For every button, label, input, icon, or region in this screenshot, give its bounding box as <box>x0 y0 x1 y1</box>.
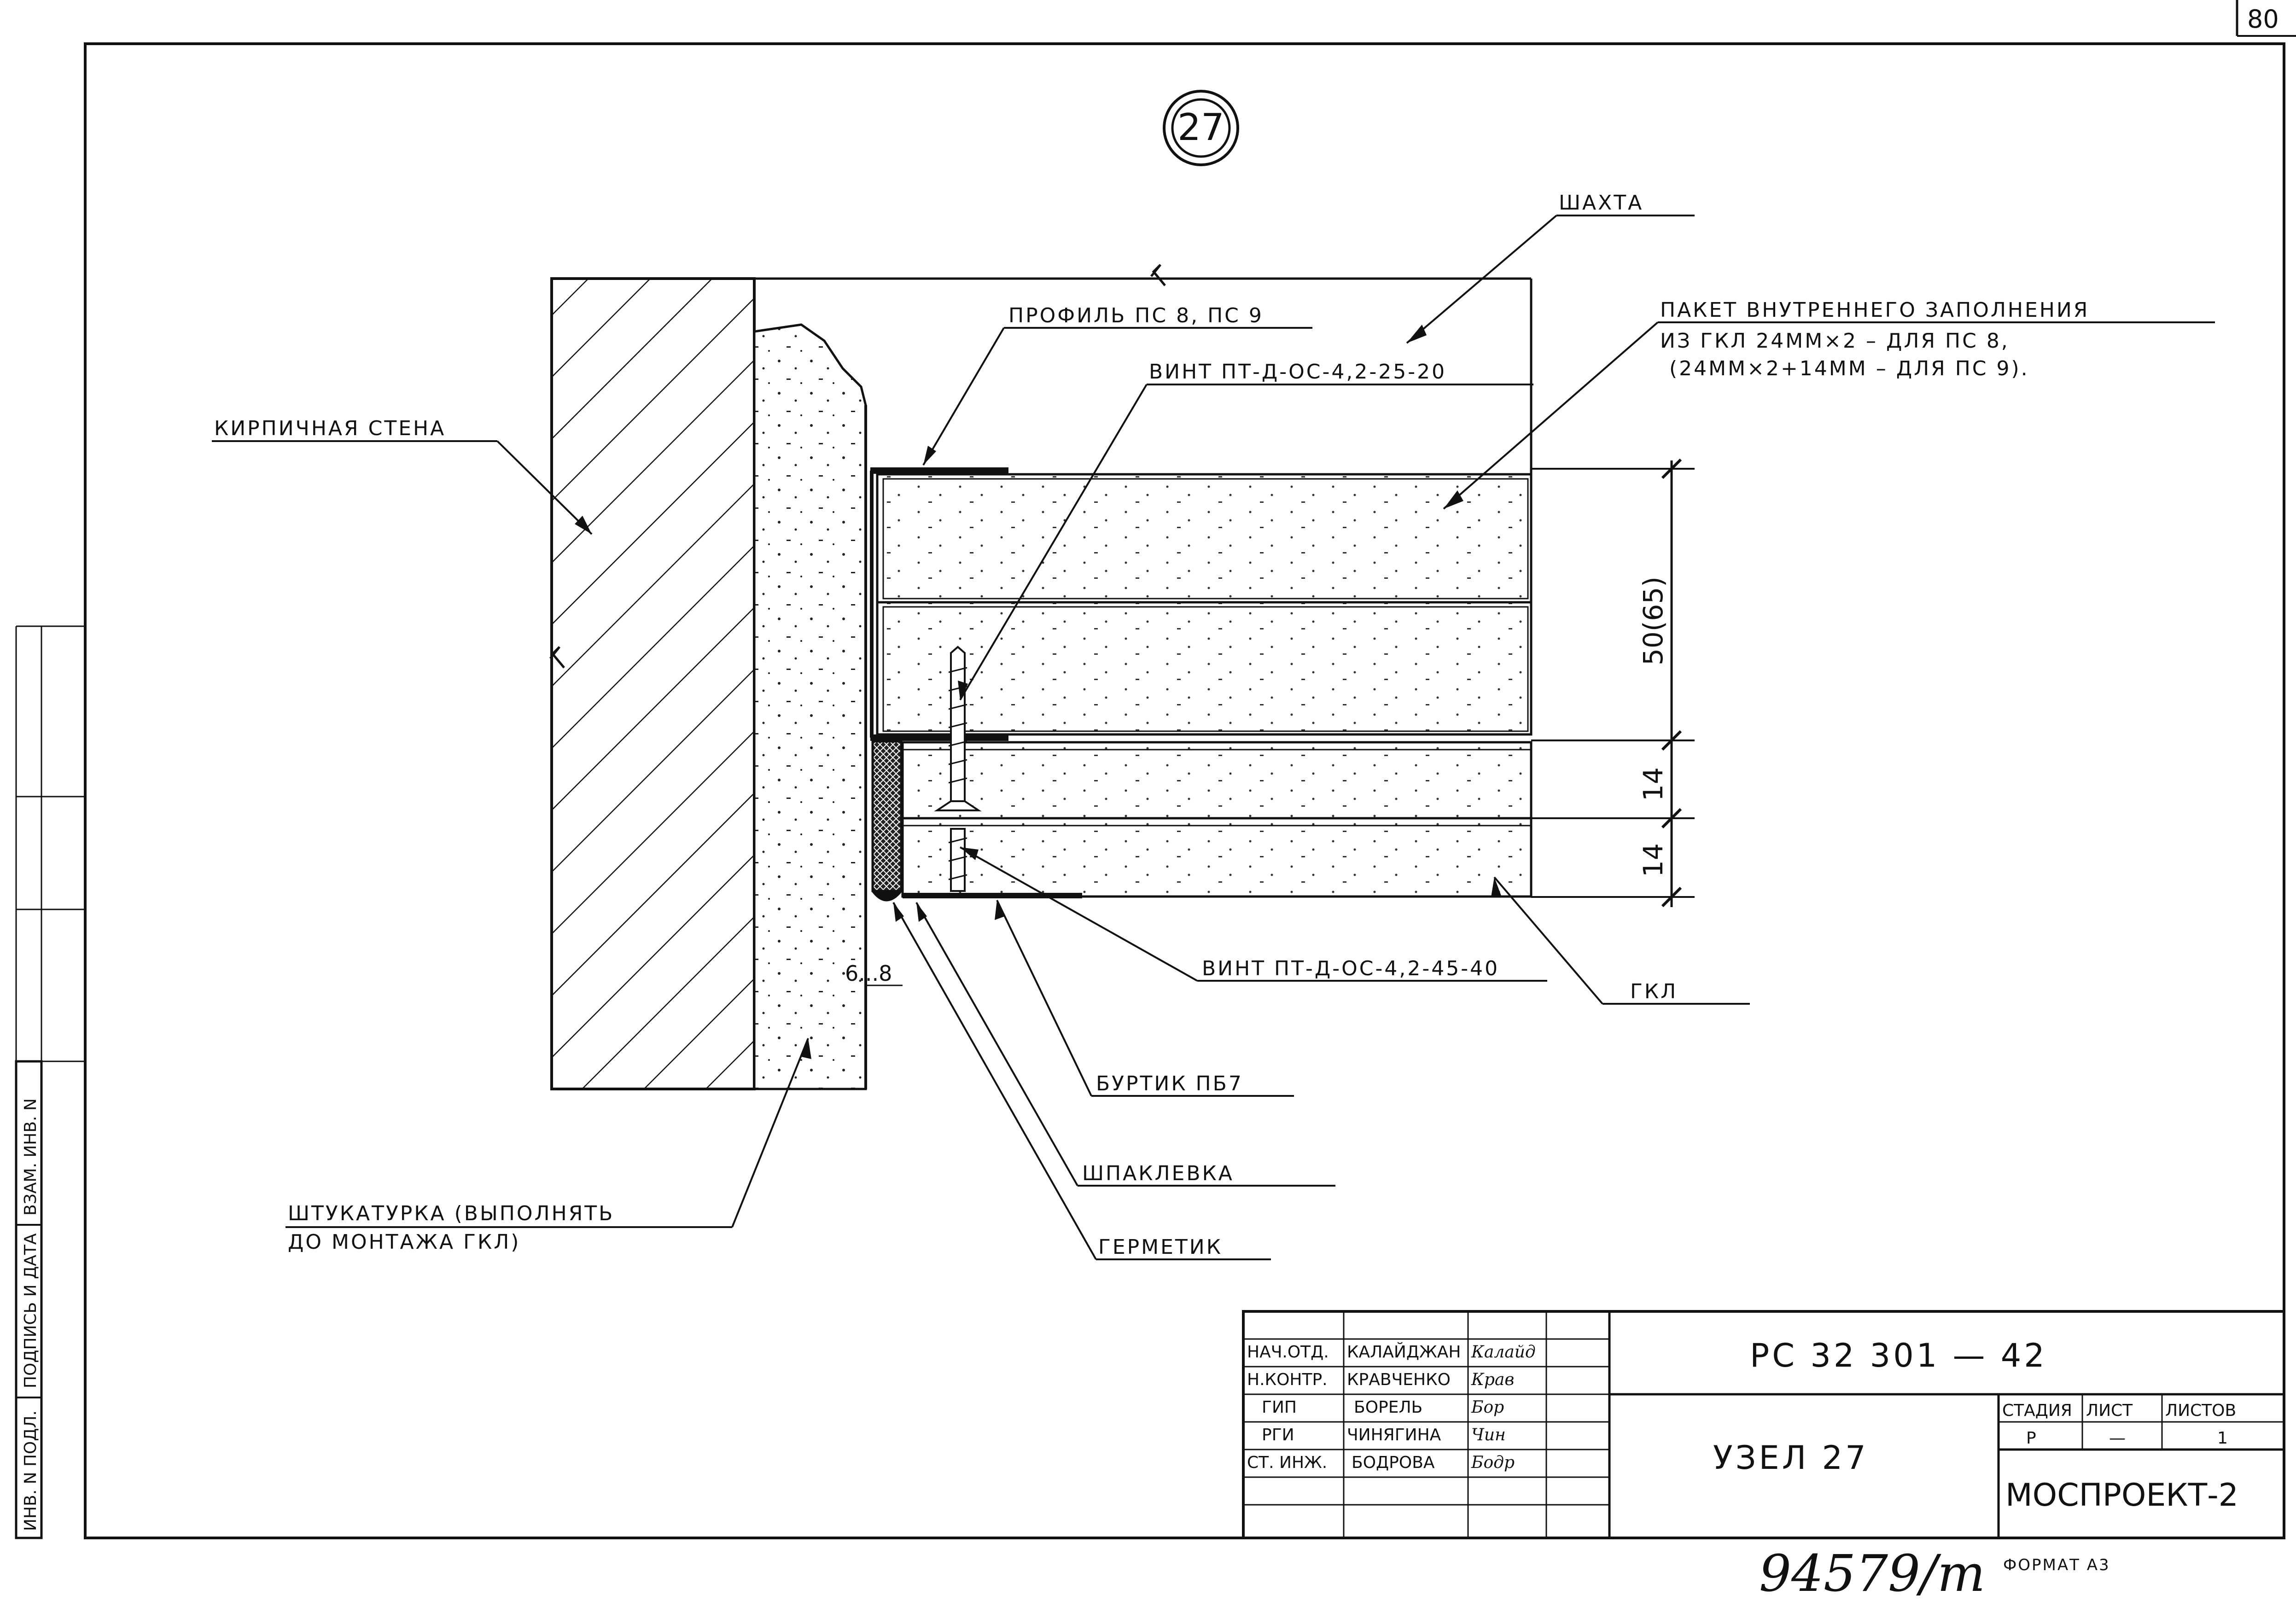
node-number: 27 <box>1177 106 1224 149</box>
signature-1: Калайд <box>1471 1343 1536 1362</box>
label-package-line3: (24ММ×2+14ММ – ДЛЯ ПС 9). <box>1669 357 2029 380</box>
label-burtik: БУРТИК ПБ7 <box>1096 1072 1243 1095</box>
label-plaster-line2: ДО МОНТАЖА ГКЛ) <box>288 1230 520 1254</box>
name-3: БОРЕЛЬ <box>1354 1398 1422 1417</box>
label-brick-wall: КИРПИЧНАЯ СТЕНА <box>214 417 446 440</box>
sign-date-label: ПОДПИСЬ И ДАТА <box>21 1233 40 1388</box>
format-label: ФОРМАТ А3 <box>2003 1556 2110 1574</box>
drawing-title: УЗЕЛ 27 <box>1713 1439 1869 1477</box>
screw-bottom <box>948 828 967 892</box>
sheets-value: 1 <box>2217 1429 2228 1448</box>
gkl-board-3 <box>901 741 1533 820</box>
role-1: НАЧ.ОТД. <box>1247 1343 1329 1362</box>
role-5: СТ. ИНЖ. <box>1247 1453 1327 1472</box>
label-screw-top: ВИНТ ПТ-Д-ОС-4,2-25-20 <box>1149 360 1446 384</box>
dim-total: 50(65) <box>1638 576 1669 665</box>
label-package-line2: ИЗ ГКЛ 24ММ×2 – ДЛЯ ПС 8, <box>1660 329 2010 353</box>
document-code: РС 32 301 — 42 <box>1750 1337 2047 1374</box>
label-plaster-line1: ШТУКАТУРКА (ВЫПОЛНЯТЬ <box>288 1202 614 1225</box>
label-putty: ШПАКЛЕВКА <box>1082 1162 1234 1185</box>
brick-wall <box>550 277 756 1090</box>
label-sealant: ГЕРМЕТИК <box>1098 1235 1223 1259</box>
page-number: 80 <box>2247 5 2279 34</box>
organization: МОСПРОЕКТ-2 <box>2005 1477 2238 1514</box>
signature-2: Крав <box>1471 1370 1514 1389</box>
arrowheads <box>575 325 1501 1059</box>
sheet-value: — <box>2109 1429 2126 1448</box>
dimension-chain <box>1531 458 1695 908</box>
sheets-header: ЛИСТОВ <box>2165 1401 2236 1420</box>
role-2: Н.КОНТР. <box>1247 1370 1328 1389</box>
gkl-board-2 <box>876 601 1533 736</box>
section-drawing: 50(65) 14 14 6...8 <box>549 264 1695 1090</box>
role-3: ГИП <box>1262 1398 1297 1417</box>
label-screw-bottom: ВИНТ ПТ-Д-ОС-4,2-45-40 <box>1202 957 1499 980</box>
role-4: РГИ <box>1262 1426 1294 1444</box>
page-number-box: 80 <box>2236 0 2296 37</box>
vzam-inv-label: ВЗАМ. ИНВ. N <box>21 1098 40 1216</box>
title-block <box>1242 1310 2285 1539</box>
handwritten-number: 94579/т <box>1759 1544 1985 1603</box>
name-4: ЧИНЯГИНА <box>1347 1426 1441 1444</box>
label-gkl: ГКЛ <box>1630 980 1678 1003</box>
dim-layer-1: 14 <box>1638 767 1669 801</box>
dim-layer-2: 14 <box>1638 843 1669 877</box>
plaster-layer <box>753 323 867 1090</box>
side-stamp: ИНВ. N ПОДЛ. ПОДПИСЬ И ДАТА ВЗАМ. ИНВ. N <box>15 625 85 1539</box>
label-profile: ПРОФИЛЬ ПС 8, ПС 9 <box>1008 304 1264 327</box>
sealant-block <box>871 740 903 892</box>
node-marker: 27 <box>1163 90 1239 166</box>
leaders <box>212 215 2215 1260</box>
name-2: КРАВЧЕНКО <box>1347 1370 1451 1389</box>
stage-value: Р <box>2026 1429 2036 1448</box>
sheet-header: ЛИСТ <box>2086 1401 2133 1420</box>
signature-3: Бор <box>1471 1398 1504 1417</box>
label-package-line1: ПАКЕТ ВНУТРЕННЕГО ЗАПОЛНЕНИЯ <box>1660 298 2089 322</box>
inv-podl-label: ИНВ. N ПОДЛ. <box>21 1410 40 1531</box>
gkl-board-4 <box>901 817 1533 898</box>
signature-4: Чин <box>1471 1426 1506 1444</box>
drawing-frame <box>84 42 2285 1539</box>
name-1: КАЛАЙДЖАН <box>1347 1342 1461 1362</box>
label-shaft: ШАХТА <box>1559 191 1643 215</box>
title-block-people: НАЧ.ОТД. КАЛАЙДЖАН Калайд Н.КОНТР. КРАВЧ… <box>1247 1342 1536 1472</box>
dim-gap: 6...8 <box>845 961 892 986</box>
name-5: БОДРОВА <box>1352 1453 1435 1472</box>
stage-header: СТАДИЯ <box>2002 1401 2072 1420</box>
signature-5: Бодр <box>1471 1453 1515 1472</box>
gkl-board-1 <box>876 473 1533 604</box>
